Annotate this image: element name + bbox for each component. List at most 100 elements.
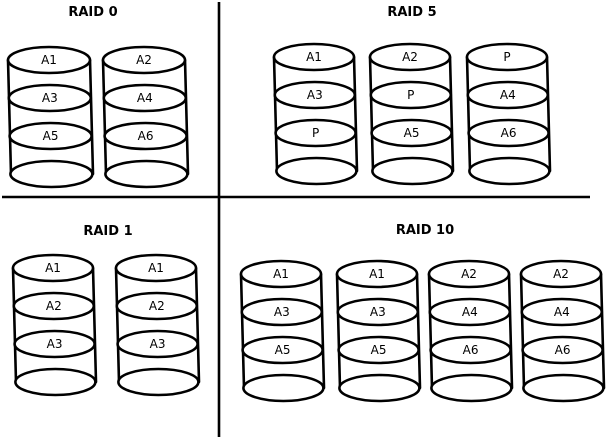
- disk-ring: [115, 291, 199, 321]
- disk-ring: [275, 156, 358, 186]
- disk-ring: [336, 297, 420, 327]
- block-label: A4: [500, 88, 516, 102]
- disk-side-right: [352, 55, 359, 173]
- disk-ring: [520, 297, 604, 327]
- disk-ring: [335, 259, 419, 289]
- disk-side-right: [319, 272, 326, 390]
- disk-side-right: [545, 55, 552, 173]
- block-label: A6: [501, 126, 517, 140]
- disk-ring: [117, 367, 200, 397]
- disk-side-right: [415, 272, 422, 390]
- disk-side-right: [507, 272, 514, 390]
- disk-cylinder: A5 A3 A1: [6, 45, 95, 189]
- block-label: A4: [462, 305, 478, 319]
- block-label: A2: [461, 267, 477, 281]
- disk-ring: [430, 373, 513, 403]
- block-label: A5: [404, 126, 420, 140]
- block-label: A3: [42, 91, 58, 105]
- disk-side-left: [239, 272, 246, 390]
- disk-ring: [272, 42, 356, 72]
- disk-cylinder: A5 A3 A1: [335, 259, 422, 403]
- disk-cylinder: A5 A3 A1: [239, 259, 326, 403]
- block-label: A1: [273, 267, 289, 281]
- disk-ring: [242, 373, 325, 403]
- block-label: A2: [136, 53, 152, 67]
- disk-ring: [101, 45, 187, 75]
- block-label: P: [503, 50, 510, 64]
- disk-ring: [114, 253, 198, 283]
- disk-side-right: [599, 272, 606, 390]
- disk-cylinder: A6 A4 A2: [427, 259, 514, 403]
- disk-ring: [519, 259, 603, 289]
- disk-ring: [12, 291, 96, 321]
- disk-ring: [116, 329, 199, 359]
- panel-title-raid10: RAID 10: [396, 223, 454, 238]
- block-label: A5: [371, 343, 387, 357]
- disk-ring: [427, 259, 511, 289]
- block-label: A6: [463, 343, 479, 357]
- disk-ring: [104, 159, 189, 189]
- disk-side-left: [101, 58, 108, 176]
- block-label: A3: [150, 337, 166, 351]
- block-label: A4: [554, 305, 570, 319]
- disk-ring: [6, 45, 92, 75]
- disk-ring: [11, 253, 95, 283]
- block-label: A2: [149, 299, 165, 313]
- block-label: A1: [369, 267, 385, 281]
- block-label: P: [407, 88, 414, 102]
- block-label: A1: [41, 53, 57, 67]
- block-label: P: [312, 126, 319, 140]
- block-label: A5: [43, 129, 59, 143]
- block-label: A1: [45, 261, 61, 275]
- block-label: A1: [306, 50, 322, 64]
- disk-side-left: [465, 55, 472, 173]
- disk-cylinder: A6 A4 P: [465, 42, 552, 186]
- disk-ring: [465, 42, 549, 72]
- disk-ring: [8, 121, 93, 151]
- disk-ring: [338, 373, 421, 403]
- disk-ring: [273, 80, 357, 110]
- disk-ring: [14, 367, 97, 397]
- disk-ring: [13, 329, 96, 359]
- disk-ring: [240, 297, 324, 327]
- block-label: A5: [275, 343, 291, 357]
- disk-side-right: [91, 266, 98, 384]
- disk-side-right: [88, 58, 95, 176]
- disk-ring: [7, 83, 93, 113]
- disk-ring: [9, 159, 94, 189]
- disk-ring: [522, 373, 605, 403]
- block-label: A3: [370, 305, 386, 319]
- disk-ring: [239, 259, 323, 289]
- disk-ring: [467, 118, 550, 148]
- disk-ring: [466, 80, 550, 110]
- disk-side-left: [11, 266, 18, 384]
- disk-side-right: [194, 266, 201, 384]
- panel-title-raid0: RAID 0: [68, 5, 117, 20]
- disk-ring: [521, 335, 604, 365]
- disk-ring: [369, 80, 453, 110]
- block-label: A2: [402, 50, 418, 64]
- disk-ring: [337, 335, 420, 365]
- disk-ring: [468, 156, 551, 186]
- block-label: A2: [553, 267, 569, 281]
- disk-side-left: [519, 272, 526, 390]
- panel-title-raid1: RAID 1: [83, 224, 132, 239]
- disk-ring: [428, 297, 512, 327]
- block-label: A3: [274, 305, 290, 319]
- disk-side-left: [114, 266, 121, 384]
- disk-side-left: [272, 55, 279, 173]
- disk-ring: [429, 335, 512, 365]
- disk-side-right: [448, 55, 455, 173]
- disk-side-left: [427, 272, 434, 390]
- disks-layer: A5A3A1A6A4A2PA3A1A5PA2A6A4PA3A2A1A3A2A1A…: [6, 42, 606, 403]
- disk-side-left: [368, 55, 375, 173]
- disk-side-left: [335, 272, 342, 390]
- disk-ring: [368, 42, 452, 72]
- panel-title-raid5: RAID 5: [387, 5, 436, 20]
- block-label: A3: [307, 88, 323, 102]
- block-label: A2: [46, 299, 62, 313]
